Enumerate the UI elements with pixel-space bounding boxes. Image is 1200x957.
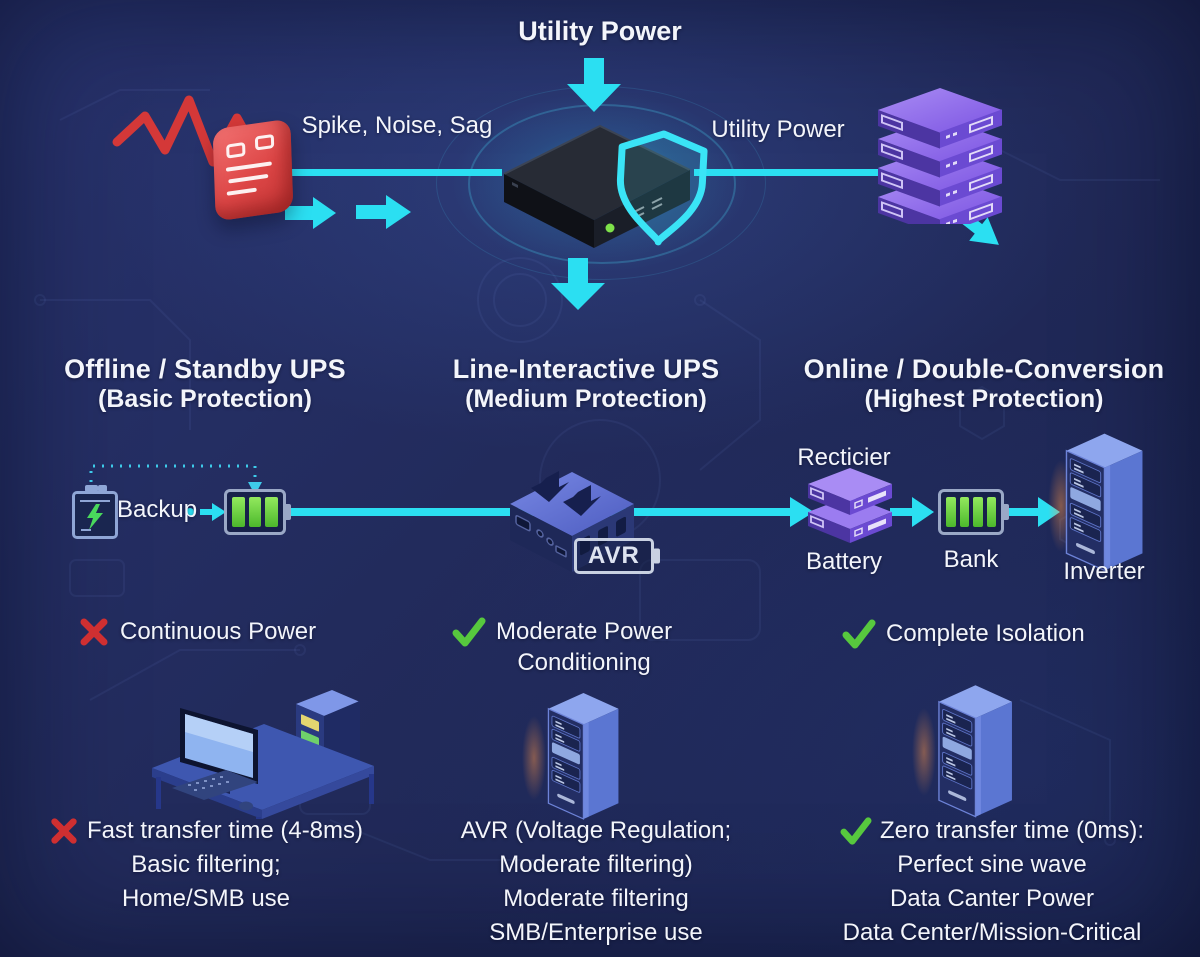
detail-line: Data Canter Power (889, 885, 1095, 912)
arrow-right-1 (285, 197, 336, 229)
tower-right-glow (912, 708, 936, 796)
protection-shield-icon (616, 130, 708, 246)
cross-icon (80, 618, 108, 646)
feature-offline: Continuous Power (78, 616, 316, 648)
detail-line: Zero transfer time (0ms): (879, 817, 1145, 844)
detail-line: Perfect sine wave (897, 851, 1087, 878)
feature-text: Complete Isolation (886, 620, 1085, 647)
feature-online: Complete Isolation (842, 618, 1085, 650)
desktop-workstation-icon (152, 690, 374, 819)
feature-text: Conditioning (517, 649, 651, 676)
heading-subtitle: (Basic Protection) (98, 385, 312, 413)
details-line-interactive: AVR (Voltage Regulation; Moderate filter… (418, 814, 774, 950)
backup-label: Backup (117, 496, 198, 523)
details-online: Zero transfer time (0ms): Perfect sine w… (792, 814, 1192, 950)
heading-title: Online / Double-Conversion (803, 354, 1165, 384)
cross-icon (51, 818, 77, 844)
detail-line: Fast transfer time (4-8ms) (86, 817, 364, 844)
check-icon (452, 617, 486, 647)
avr-label: AVR (574, 538, 654, 574)
server-tower-icon-mid (547, 693, 619, 820)
disturbance-label: Spike, Noise, Sag (301, 112, 493, 139)
utility-power-top-label: Utility Power (518, 16, 682, 46)
tower-mid-glow (522, 716, 546, 800)
detail-line: SMB/Enterprise use (489, 919, 703, 946)
rectifier-label: Recticier (797, 444, 891, 471)
battery-icon (224, 489, 286, 535)
arrow-down-top (567, 58, 621, 112)
check-icon (842, 619, 876, 649)
detail-line: Data Center/Mission-Critical (842, 919, 1142, 946)
details-offline: Fast transfer time (4-8ms) Basic filteri… (26, 814, 386, 916)
heading-title: Offline / Standby UPS (64, 354, 346, 384)
inverter-label: Inverter (1063, 558, 1145, 585)
inverter-tower-icon (1065, 433, 1143, 572)
bank-label: Bank (943, 546, 999, 573)
detail-line: Moderate filtering) (499, 851, 693, 878)
heading-subtitle: (Medium Protection) (465, 385, 707, 413)
avr-arrow-glyph (531, 471, 569, 502)
avr-arrow-glyph (563, 485, 601, 516)
battery-label: Battery (805, 548, 883, 575)
power-disturbance-icon (212, 118, 294, 222)
detail-line: AVR (Voltage Regulation; (460, 817, 732, 844)
arrow-right-2 (356, 195, 411, 229)
feature-text: Moderate Power (496, 618, 673, 645)
check-icon (840, 817, 872, 845)
server-stack-icon (878, 88, 1002, 224)
battery-bank-icon (938, 489, 1004, 535)
detail-line: Basic filtering; (131, 851, 281, 878)
heading-subtitle: (Highest Protection) (864, 385, 1104, 413)
column-heading-line-interactive: Line-Interactive UPS (Medium Protection) (428, 354, 744, 414)
server-tower-icon-right (938, 685, 1012, 818)
utility-power-right-label: Utility Power (711, 116, 845, 143)
feature-text: Continuous Power (120, 618, 317, 645)
detail-line: Home/SMB use (121, 885, 291, 912)
rectifier-icon (808, 468, 892, 543)
feature-line-interactive: Moderate Power Conditioning (452, 616, 672, 678)
heading-title: Line-Interactive UPS (452, 354, 720, 384)
detail-line: Moderate filtering (503, 885, 689, 912)
ups-device-icon (503, 124, 691, 248)
column-heading-online: Online / Double-Conversion (Highest Prot… (786, 354, 1182, 414)
column-heading-offline: Offline / Standby UPS (Basic Protection) (38, 354, 372, 414)
standby-ups-icon (72, 485, 118, 539)
arrow-down-bottom (551, 258, 605, 310)
